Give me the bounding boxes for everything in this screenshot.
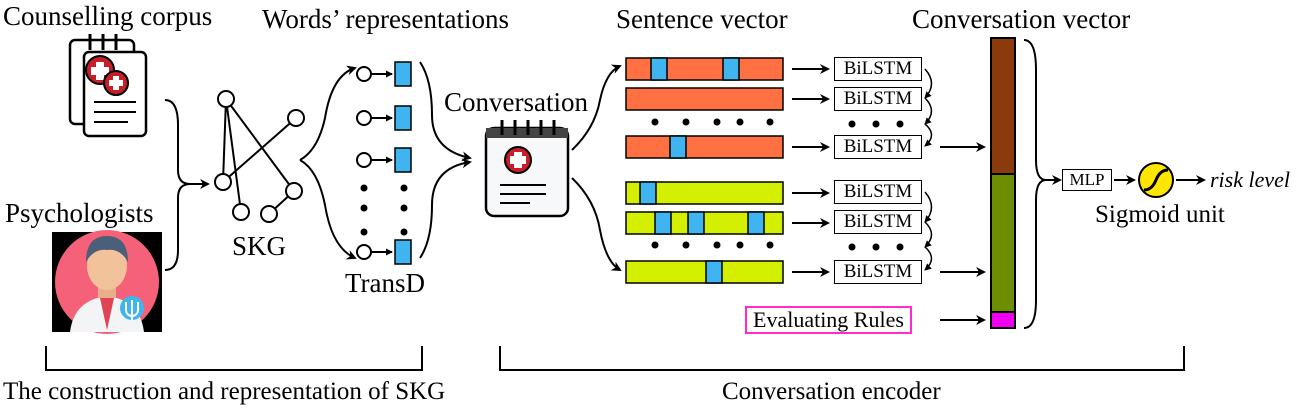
token-embedding — [747, 211, 765, 235]
counselling-corpus-label: Counselling corpus — [3, 1, 213, 31]
word-embedding — [394, 105, 412, 131]
section-skg-label: The construction and representation of S… — [3, 378, 446, 405]
sentence-vector — [625, 57, 784, 81]
bilstm-block: BiLSTM — [834, 57, 922, 81]
bracket-skg — [45, 346, 423, 371]
word-embedding — [394, 61, 412, 87]
skg-label: SKG — [232, 231, 287, 261]
sentence-to-bilstm-arrows — [792, 64, 830, 277]
token-embedding — [654, 211, 672, 235]
ellipsis-dot — [360, 228, 368, 236]
psychologist-avatar-icon — [52, 230, 162, 334]
conversation-label: Conversation — [444, 87, 588, 117]
word-node — [356, 244, 372, 260]
word-embedding — [394, 147, 412, 173]
conversation-vector-label: Conversation vector — [912, 4, 1131, 34]
word-node — [356, 152, 372, 168]
bracket-encoder — [499, 346, 1185, 371]
word-node — [356, 110, 372, 126]
recurrent-arrow — [924, 246, 933, 271]
sigmoid-icon — [1138, 162, 1174, 198]
token-embedding — [705, 260, 723, 284]
clipboard-icon — [68, 34, 148, 138]
recurrent-arrow — [924, 68, 933, 99]
token-embedding — [687, 211, 705, 235]
ellipsis-dots — [651, 118, 904, 251]
word-node — [356, 66, 372, 82]
ellipsis-dot — [400, 204, 408, 212]
ellipsis-dot — [400, 228, 408, 236]
risk-level-label: risk level — [1210, 167, 1291, 192]
bilstm-block: BiLSTM — [834, 87, 922, 111]
word-embedding — [394, 239, 412, 265]
bilstm-block: BiLSTM — [834, 135, 922, 159]
sentence-vectors — [625, 57, 784, 284]
sigmoid-unit-label: Sigmoid unit — [1095, 201, 1225, 228]
bilstm-block: BiLSTM — [834, 260, 922, 284]
medical-document-icon — [484, 120, 570, 218]
recurrent-arrow — [924, 191, 933, 223]
sentence-vector — [625, 260, 784, 284]
ellipsis-dot — [360, 204, 368, 212]
mlp-block: MLP — [1062, 169, 1112, 191]
bilstm-block: BiLSTM — [834, 210, 922, 234]
transd-label: TransD — [345, 268, 426, 298]
ellipsis-dot — [400, 184, 408, 192]
bilstm-block: BiLSTM — [834, 180, 922, 204]
skg-graph — [214, 90, 305, 223]
sources-brace — [164, 99, 191, 271]
token-embedding — [722, 57, 740, 81]
sentence-vector — [625, 135, 784, 159]
vector-brace — [1023, 39, 1047, 329]
ellipsis-dot — [360, 184, 368, 192]
sentence-vector-label: Sentence vector — [616, 4, 788, 34]
evaluating-rules-box: Evaluating Rules — [745, 306, 912, 334]
recurrent-arrow — [924, 123, 933, 147]
recurrent-arrow — [924, 221, 933, 248]
word-representations — [356, 61, 412, 265]
sentence-vector — [625, 181, 784, 205]
words-representations-label: Words’ representations — [262, 4, 509, 34]
psychologists-label: Psychologists — [5, 198, 154, 228]
token-embedding — [639, 181, 657, 205]
section-encoder-label: Conversation encoder — [722, 378, 941, 405]
token-embedding — [650, 57, 668, 81]
sentence-vector — [625, 87, 784, 111]
token-embedding — [669, 135, 687, 159]
recurrent-arrow — [924, 97, 933, 125]
bilstm-recurrent-arrows — [924, 68, 933, 271]
conversation-vector-bar — [990, 37, 1016, 329]
